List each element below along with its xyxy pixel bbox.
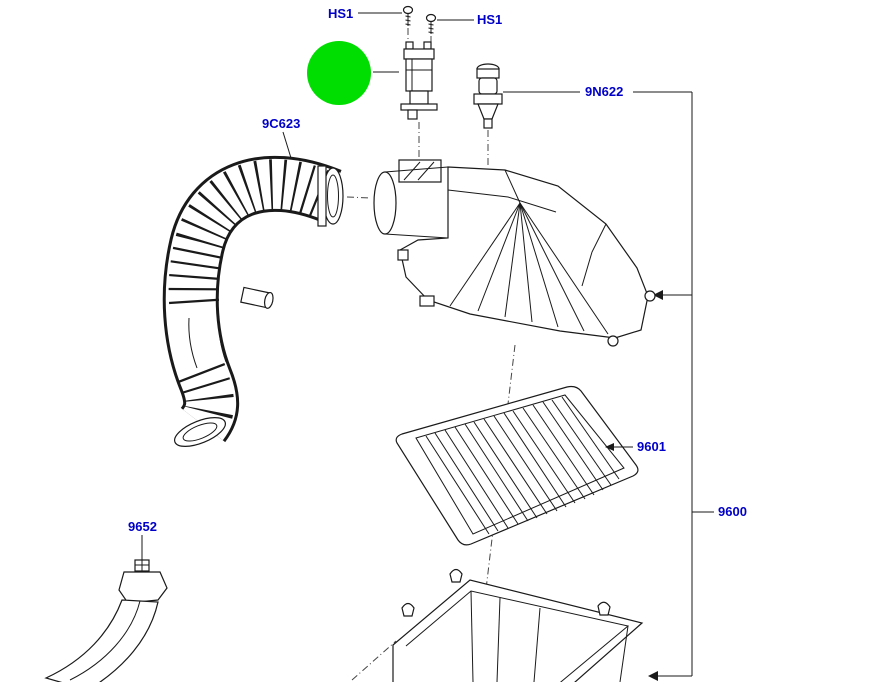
arrow-filter xyxy=(605,443,614,451)
lower-housing-part xyxy=(392,568,644,682)
label-filter[interactable]: 9601 xyxy=(637,439,666,454)
label-intake-hose[interactable]: 9C623 xyxy=(262,116,300,131)
axis-lower-left xyxy=(351,640,397,681)
label-hs1-left[interactable]: HS1 xyxy=(328,6,353,21)
filter-element-part xyxy=(395,385,639,546)
upper-housing-part xyxy=(373,159,656,347)
label-assembly[interactable]: 9600 xyxy=(718,504,747,519)
highlight-callout-circle[interactable] xyxy=(307,41,371,105)
label-hs1-right[interactable]: HS1 xyxy=(477,12,502,27)
intake-hose-part xyxy=(162,155,344,447)
sensor-9n622-part xyxy=(473,63,503,129)
axis-hose-to-housing xyxy=(346,196,372,199)
label-bracket[interactable]: 9652 xyxy=(128,519,157,534)
label-sensor[interactable]: 9N622 xyxy=(585,84,623,99)
maf-sensor-part xyxy=(400,41,438,120)
screw-left xyxy=(402,5,414,26)
leader-intake-hose xyxy=(282,131,292,159)
assembly-bracket-line xyxy=(648,92,714,681)
bracket-part xyxy=(44,559,168,682)
screw-right xyxy=(425,13,437,34)
